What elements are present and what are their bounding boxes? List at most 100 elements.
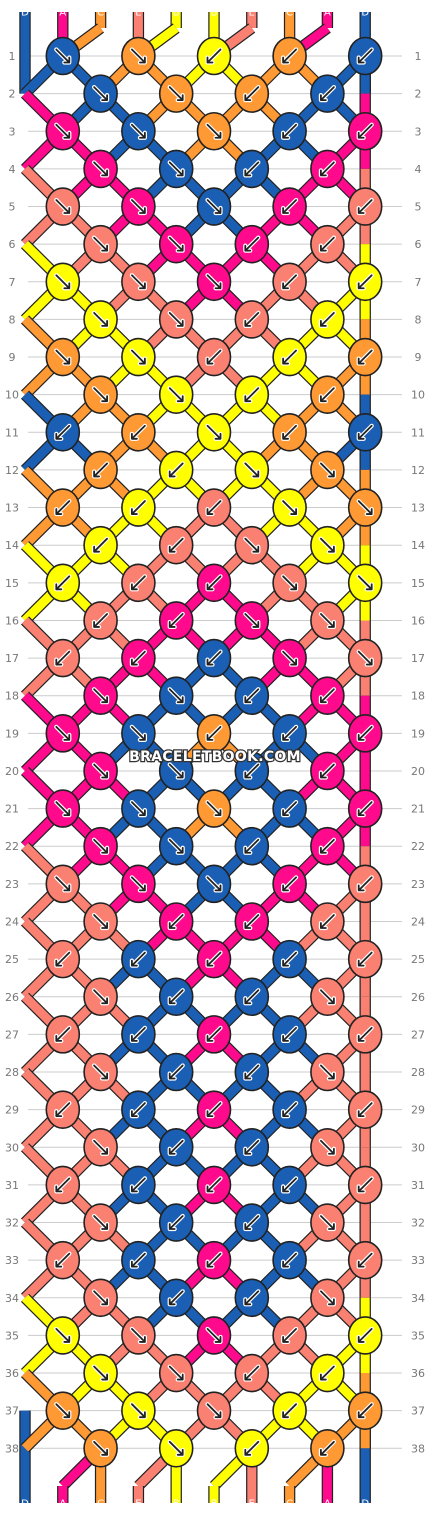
knot-arrow-icon [168,688,184,704]
knot-arrow-icon [206,1177,222,1193]
row-number-right: 10 [411,389,425,402]
knot-arrow-icon [282,349,297,365]
string-label-bottom: B [211,1499,218,1510]
knot-arrow-icon [168,312,184,327]
knot-arrow-icon [357,725,373,741]
knot-arrow-icon [206,424,222,440]
knot-arrow-icon [244,236,260,252]
row-number-left: 9 [9,351,16,364]
knot-arrow-icon [55,123,71,139]
row-number-left: 15 [5,577,19,590]
row-number-right: 29 [411,1104,425,1117]
knot-arrow-icon [168,86,184,102]
knot-arrow-icon [93,1139,108,1155]
knot-arrow-icon [357,1252,373,1268]
knot-arrow-icon [244,914,260,929]
knot-arrow-icon [206,123,222,139]
knot-arrow-icon [282,1177,297,1193]
row-number-left: 28 [5,1066,19,1079]
string-label-top: B [173,8,180,19]
knot-arrow-icon [168,1064,184,1080]
knot-arrow-icon [244,312,260,327]
knot-arrow-icon [206,1026,222,1042]
knot-arrow-icon [93,161,108,177]
row-number-right: 11 [411,426,425,439]
knot-arrow-icon [131,725,146,741]
knot-arrow-icon [131,424,146,440]
string-label-top: E [249,8,255,19]
knot-arrow-icon [206,575,222,591]
row-number-left: 25 [5,953,19,966]
row-number-right: 37 [411,1405,425,1418]
row-number-left: 36 [5,1367,19,1380]
knot-arrow-icon [320,312,335,327]
knot-arrow-icon [357,500,373,515]
knot-arrow-icon [357,876,373,892]
row-number-right: 32 [411,1217,425,1230]
string-label-top: D [361,8,369,19]
knot-arrow-icon [206,725,222,741]
watermark-text: BRACELETBOOK.COM [129,749,301,765]
knot-arrow-icon [55,1252,71,1268]
knot-arrow-icon [55,650,71,666]
knot-arrow-icon [93,1064,108,1080]
knot-arrow-icon [244,1064,260,1080]
knot-arrow-icon [93,387,108,403]
row-number-left: 2 [9,88,16,101]
knot-arrow-icon [244,1440,260,1456]
row-number-left: 5 [9,201,16,214]
string-label-bottom: C [286,1499,293,1510]
row-number-right: 2 [415,88,422,101]
knot-arrow-icon [320,1139,335,1155]
row-number-right: 9 [415,351,422,364]
knot-arrow-icon [55,1102,71,1118]
row-number-left: 11 [5,426,19,439]
knot-arrow-icon [320,86,335,102]
knot-arrow-icon [357,199,373,214]
row-number-left: 22 [5,840,19,853]
knot-arrow-icon [55,349,71,365]
row-number-left: 6 [9,238,16,251]
row-number-left: 7 [9,276,16,289]
knot-grid [45,36,383,1468]
knot-arrow-icon [320,1440,335,1456]
knot-arrow-icon [282,123,297,139]
row-number-left: 4 [9,163,16,176]
knot-arrow-icon [55,500,71,515]
knot-arrow-icon [168,763,184,779]
knot-arrow-icon [168,387,184,403]
knot-arrow-icon [55,1403,71,1419]
knot-arrow-icon [206,951,222,967]
knot-arrow-icon [93,989,108,1005]
knot-arrow-icon [282,1328,297,1343]
row-number-right: 25 [411,953,425,966]
row-number-left: 23 [5,878,19,891]
row-number-left: 37 [5,1405,19,1418]
row-number-right: 13 [411,502,425,515]
knot-arrow-icon [282,1252,297,1268]
knot-arrow-icon [244,387,260,403]
row-number-right: 16 [411,614,425,627]
row-number-right: 19 [411,727,425,740]
knot-arrow-icon [357,349,373,365]
knot-arrow-icon [282,650,297,666]
knot-arrow-icon [168,1139,184,1155]
knot-arrow-icon [244,989,260,1005]
knot-arrow-icon [55,725,71,741]
knot-arrow-icon [320,1064,335,1080]
knot-arrow-icon [131,650,146,666]
string-label-top: B [211,8,218,19]
knot-arrow-icon [206,1102,222,1118]
knot-arrow-icon [244,1215,260,1230]
knot-arrow-icon [131,801,146,816]
string-label-top: A [59,8,66,19]
string-label-bottom: D [361,1499,369,1510]
string-label-bottom: D [21,1499,29,1510]
row-number-left: 17 [5,652,19,665]
knot-arrow-icon [244,161,260,177]
row-number-right: 36 [411,1367,425,1380]
knot-arrow-icon [282,1403,297,1419]
knot-arrow-icon [55,274,71,290]
